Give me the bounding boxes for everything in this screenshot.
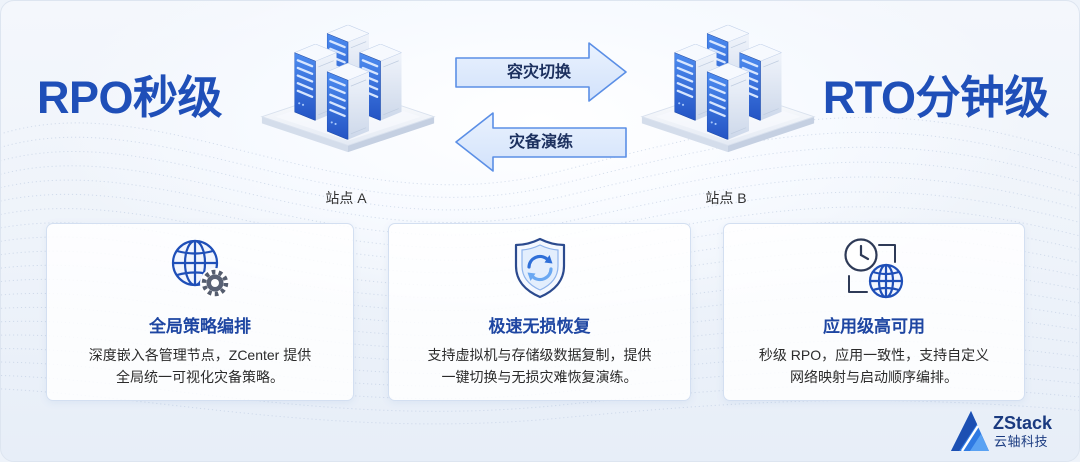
- server-tower: [706, 63, 750, 140]
- dr-drill-label: 灾备演练: [508, 134, 573, 151]
- feature-description-line: 全局统一可视化灾备策略。: [116, 369, 284, 385]
- feature-title: 全局策略编排: [149, 317, 251, 336]
- feature-description: 支持虚拟机与存储级数据复制，提供 一键切换与无损灾难恢复演练。: [389, 344, 690, 388]
- feature-description-line: 秒级 RPO，应用一致性，支持自定义: [758, 347, 990, 363]
- sync-arrows: [455, 42, 627, 172]
- shield-refresh-icon: [514, 237, 565, 299]
- feature-title: 应用级高可用: [823, 317, 925, 336]
- feature-card-ha: 应用级高可用 秒级 RPO，应用一致性，支持自定义 网络映射与启动顺序编排。: [723, 223, 1025, 401]
- feature-description-line: 深度嵌入各管理节点，ZCenter 提供: [88, 347, 312, 363]
- site-b-label: 站点 B: [705, 190, 747, 206]
- rto-headline: RTO分钟级: [822, 72, 1050, 123]
- site-a-label: 站点 A: [325, 190, 367, 206]
- brand-name: ZStack: [993, 413, 1053, 433]
- feature-description: 秒级 RPO，应用一致性，支持自定义 网络映射与启动顺序编排。: [724, 344, 1024, 388]
- background-wave-line: [1, 116, 1079, 186]
- feature-title: 极速无损恢复: [488, 317, 591, 336]
- site-a-server-cluster-icon: [260, 24, 436, 153]
- feature-card-recovery: 极速无损恢复 支持虚拟机与存储级数据复制，提供 一键切换与无损灾难恢复演练。: [388, 223, 691, 401]
- background-wave-line: [1, 388, 1079, 425]
- failover-label: 容灾切换: [506, 64, 571, 81]
- background-wave-line: [1, 176, 1079, 236]
- globe-gear-icon: [171, 239, 230, 298]
- feature-description-line: 支持虚拟机与存储级数据复制，提供: [427, 347, 652, 363]
- feature-card-policy: 全局策略编排 深度嵌入各管理节点，ZCenter 提供 全局统一可视化灾备策略。: [46, 223, 354, 401]
- platform-left-face: [641, 116, 728, 153]
- server-tower: [326, 63, 370, 140]
- brand-subtitle: 云轴科技: [994, 434, 1049, 449]
- background-wave-line: [1, 131, 1079, 198]
- zstack-logo-icon: [951, 411, 989, 452]
- platform-right-face: [348, 116, 435, 153]
- feature-description: 深度嵌入各管理节点，ZCenter 提供 全局统一可视化灾备策略。: [47, 344, 353, 388]
- platform-right-face: [728, 116, 815, 153]
- clock-globe-icon: [844, 238, 904, 299]
- feature-description-line: 一键切换与无损灾难恢复演练。: [441, 369, 638, 385]
- platform-left-face: [261, 116, 348, 153]
- site-b-server-cluster-icon: [640, 24, 816, 153]
- arrow-left-icon: [455, 112, 627, 172]
- arrow-right-icon: [455, 42, 627, 102]
- rpo-headline: RPO秒级: [37, 72, 223, 123]
- feature-description-line: 网络映射与启动顺序编排。: [790, 369, 958, 385]
